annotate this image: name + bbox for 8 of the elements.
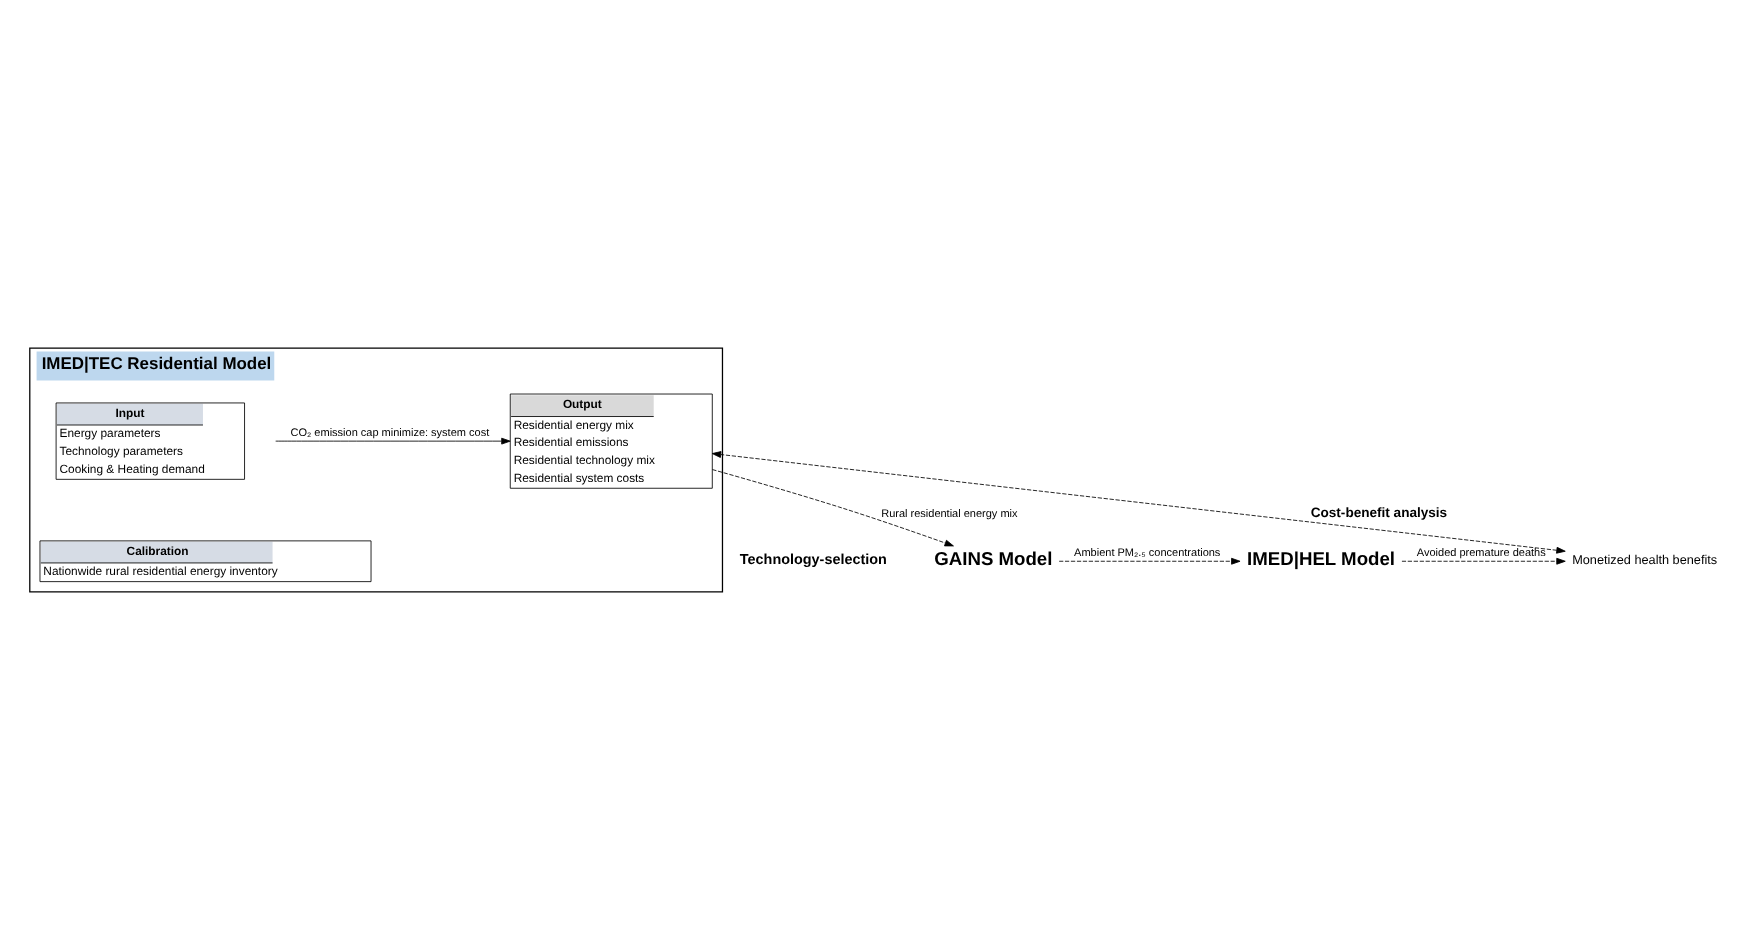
label: Technology-selection — [739, 548, 887, 567]
arrow — [1401, 556, 1566, 564]
node-text: GAINS Model — [934, 548, 1053, 569]
node-text: IMED|HEL Model — [1247, 548, 1396, 569]
arrow — [712, 468, 954, 546]
arrow — [1058, 556, 1241, 564]
arrow — [275, 436, 511, 444]
arrow — [711, 450, 1566, 553]
